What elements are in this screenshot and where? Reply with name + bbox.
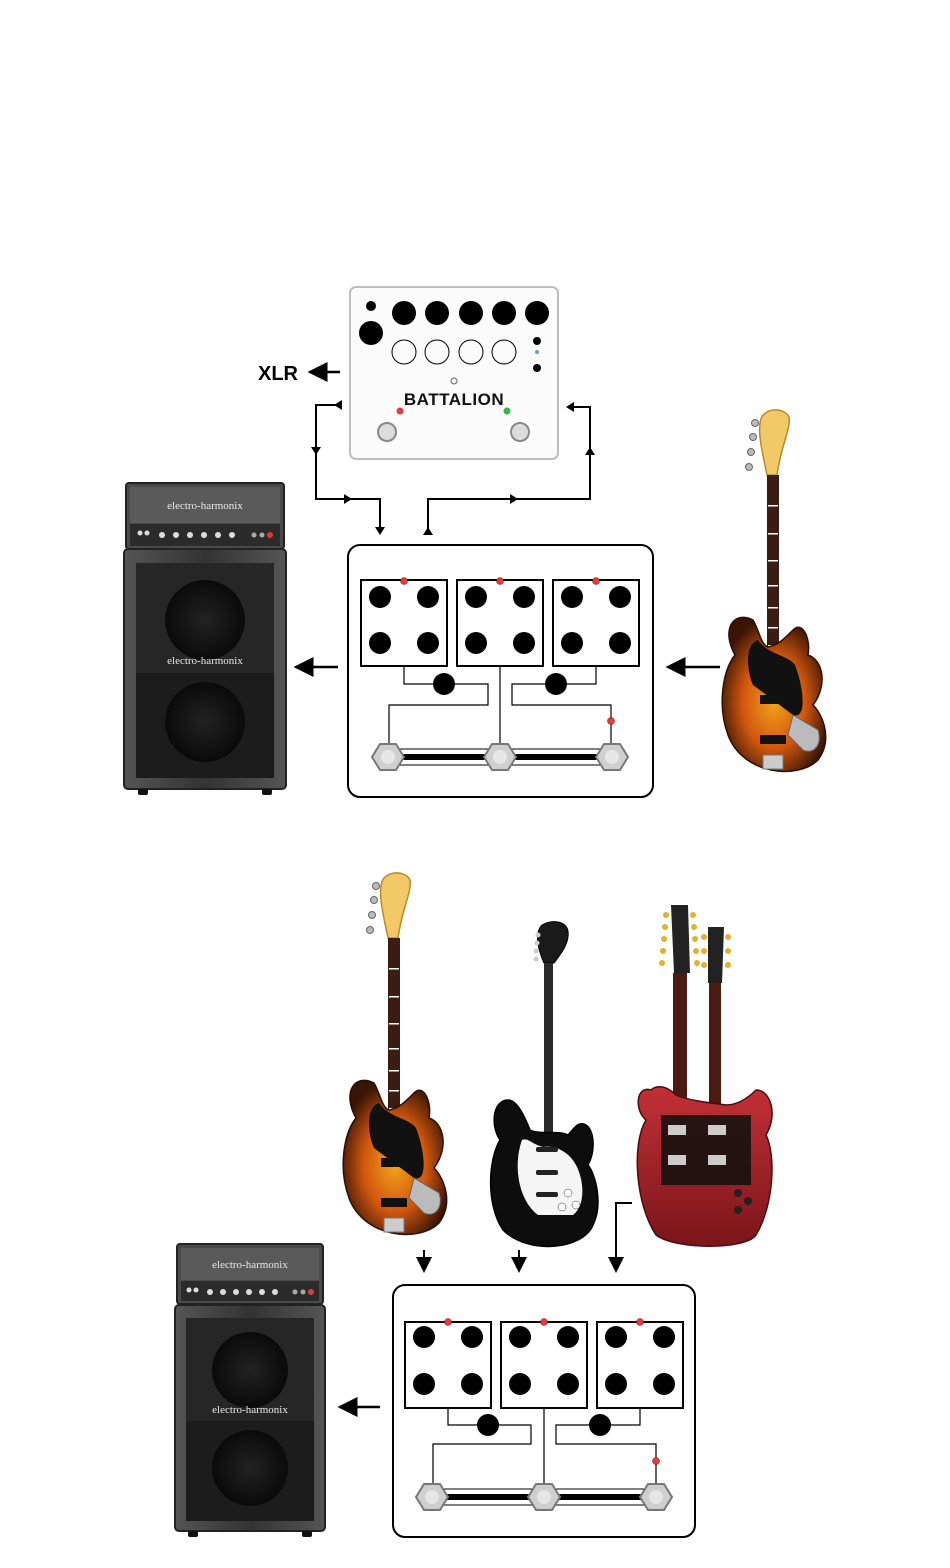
xlr-label: XLR xyxy=(258,363,299,385)
strat-guitar-icon xyxy=(491,922,598,1247)
amp-stack-icon: electro-harmonix electro-harmonix xyxy=(124,483,286,795)
switcher-pedal xyxy=(393,1285,695,1537)
bass-guitar-icon xyxy=(722,410,825,772)
doubleneck-guitar-icon xyxy=(637,905,772,1246)
battalion-pedal: BATTALION xyxy=(350,287,558,459)
loop-box-3 xyxy=(553,578,639,667)
battalion-logo: BATTALION xyxy=(404,390,504,409)
amp-brand-label: electro-harmonix xyxy=(212,1259,288,1271)
switcher-pedal xyxy=(348,545,653,797)
amp-stack-icon: electro-harmonix electro-harmonix xyxy=(175,1244,325,1537)
loop-box-2 xyxy=(457,578,543,667)
bass-guitar-icon xyxy=(343,873,446,1235)
amp-brand-label: electro-harmonix xyxy=(167,655,243,667)
loop-box-3 xyxy=(597,1319,683,1409)
loop-box-1 xyxy=(405,1319,491,1409)
loop-box-2 xyxy=(501,1319,587,1409)
amp-brand-label: electro-harmonix xyxy=(212,1404,288,1416)
loop-box-1 xyxy=(361,578,447,667)
amp-brand-label: electro-harmonix xyxy=(167,500,243,512)
